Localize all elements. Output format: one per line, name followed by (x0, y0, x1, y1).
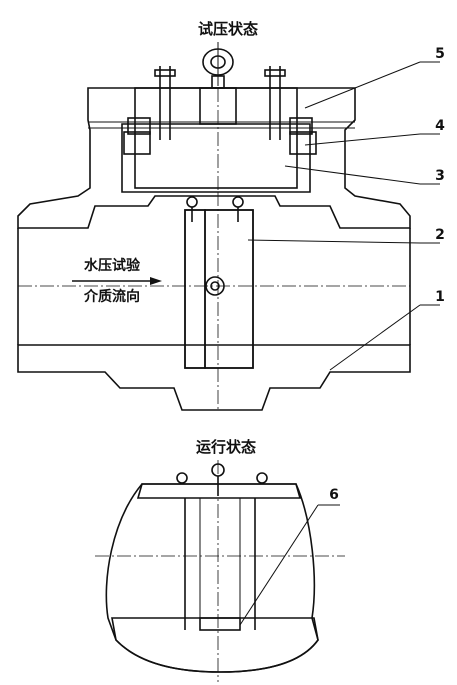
valve-body-upper (17, 87, 411, 229)
callout-5: 5 (435, 46, 445, 62)
disc-part-2 (184, 192, 254, 410)
flow-arrow (72, 277, 162, 285)
callout-2: 2 (435, 227, 445, 243)
top-caption: 试压状态 (198, 20, 258, 38)
cap-bolts (88, 66, 355, 140)
leader-line-6 (239, 504, 340, 626)
flow-label-line1: 水压试验 (84, 257, 141, 274)
callout-3: 3 (435, 168, 445, 184)
callout-1: 1 (435, 289, 445, 305)
callout-6: 6 (329, 487, 339, 503)
running-state-view (95, 460, 345, 682)
gasket-part-4 (123, 131, 317, 155)
bonnet-part-3 (134, 87, 298, 192)
flow-label-line2: 介质流向 (83, 288, 140, 305)
eye-bolt (202, 42, 234, 89)
callout-4: 4 (435, 118, 445, 134)
leader-lines-top (247, 61, 440, 371)
bottom-caption: 运行状态 (196, 438, 256, 456)
valve-body-lower-part-1 (17, 228, 411, 411)
